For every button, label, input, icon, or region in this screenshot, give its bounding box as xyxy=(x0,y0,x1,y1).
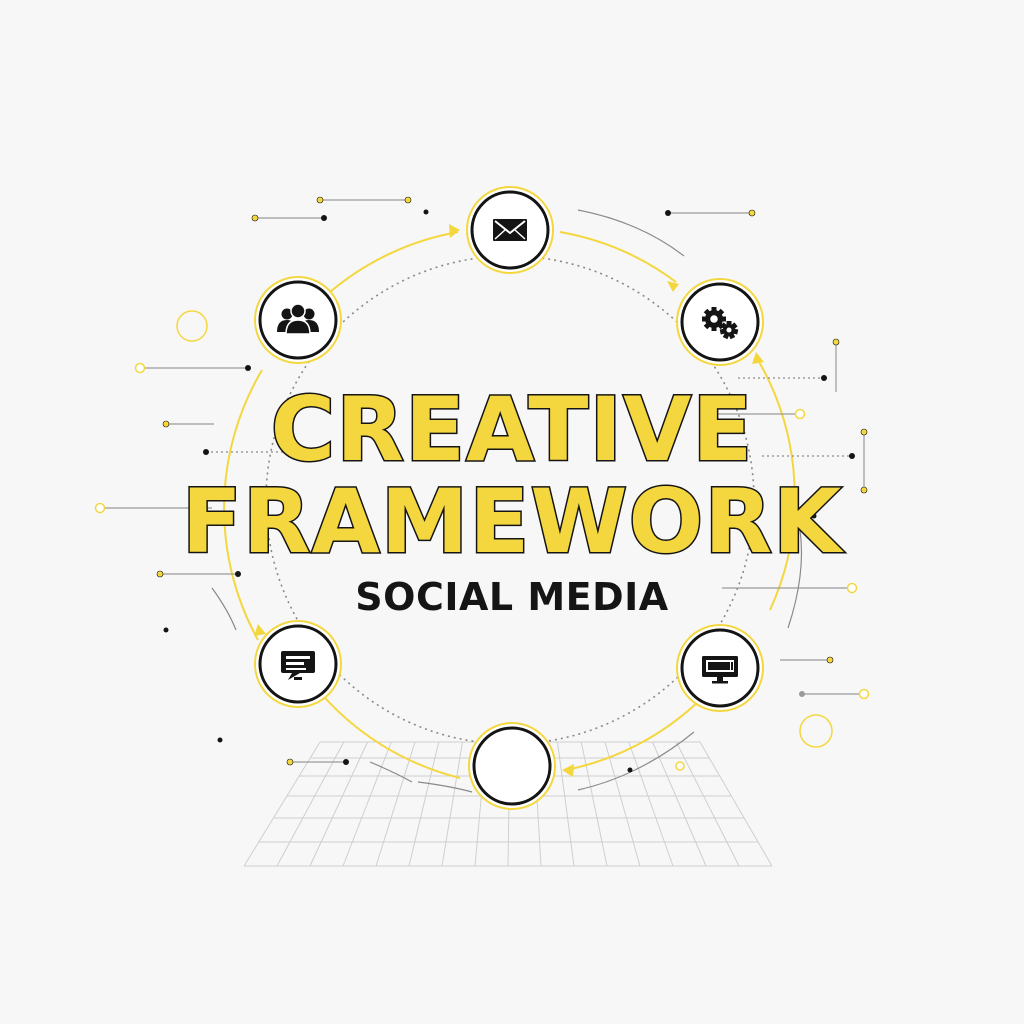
grid-column-line xyxy=(652,741,707,867)
inner-dotted-ring xyxy=(265,255,755,745)
subtitle-social-media: SOCIAL MEDIA xyxy=(355,575,669,619)
decorative-connectors xyxy=(94,196,870,793)
arc-left xyxy=(223,369,263,641)
hollow-circle-left xyxy=(176,310,208,342)
connector-dot xyxy=(860,486,868,494)
connector-dot xyxy=(665,210,671,216)
title-line-creative: CREATIVE xyxy=(269,378,754,481)
connector-hollow-dot xyxy=(846,582,858,594)
node-circle xyxy=(472,726,552,806)
grid-column-line xyxy=(243,741,321,867)
grid-column-line xyxy=(557,741,575,867)
grid-column-line xyxy=(628,741,674,867)
connector-dot xyxy=(821,375,827,381)
connector-dot xyxy=(404,196,412,204)
ring-arrowheads xyxy=(254,224,764,777)
loose-dot xyxy=(163,627,169,633)
grid-column-line xyxy=(276,741,345,867)
grid-column-line xyxy=(441,741,463,867)
connector-dot xyxy=(286,758,294,766)
connector-curve xyxy=(577,209,685,257)
loose-dot xyxy=(627,767,633,773)
arc-top-right xyxy=(559,231,677,283)
grid-column-line xyxy=(342,741,392,867)
grid-column-line xyxy=(604,741,641,867)
connector-dot xyxy=(799,691,805,697)
arrowhead-top-left xyxy=(449,224,460,238)
connector-dot xyxy=(235,571,241,577)
monitor-icon xyxy=(702,656,738,684)
node-gears xyxy=(676,278,764,366)
loose-dot xyxy=(423,209,429,215)
connector-curve xyxy=(369,761,413,783)
arc-top-left xyxy=(329,231,459,293)
envelope-icon xyxy=(493,219,527,241)
grid-column-line xyxy=(309,741,368,867)
connector-dot xyxy=(748,209,756,217)
grid-column-line xyxy=(580,741,608,867)
loose-dot xyxy=(811,513,817,519)
node-empty-circle xyxy=(468,722,556,810)
connector-curve xyxy=(211,587,237,631)
connector-dot xyxy=(832,338,840,346)
connector-dot xyxy=(245,365,251,371)
grid-column-line xyxy=(675,741,740,867)
arrowhead-top-right xyxy=(667,281,679,292)
loose-hollow-dot xyxy=(675,761,685,771)
connector-dot xyxy=(162,420,170,428)
title-line-framework: FRAMEWORK xyxy=(180,470,843,573)
connector-curve xyxy=(417,781,473,793)
node-people-group xyxy=(254,276,342,364)
perspective-grid-floor xyxy=(243,741,773,867)
connector-dot xyxy=(826,656,834,664)
connector-curve xyxy=(577,731,695,791)
connector-dot xyxy=(156,570,164,578)
chat-monitor-icon xyxy=(281,651,315,680)
connector-dot xyxy=(251,214,259,222)
connector-hollow-dot xyxy=(134,362,146,374)
gears-icon xyxy=(702,307,739,340)
connector-dot xyxy=(860,428,868,436)
grid-column-line xyxy=(375,741,416,867)
arrowhead-left xyxy=(254,624,266,636)
connector-curve xyxy=(787,529,803,629)
connector-dot xyxy=(343,759,349,765)
decorative-hollow-circles xyxy=(176,310,833,748)
connector-hollow-dot xyxy=(94,502,106,514)
people-group-icon xyxy=(277,303,319,335)
grid-column-line xyxy=(699,741,773,867)
hollow-circle-right xyxy=(799,714,833,748)
arc-bottom-left xyxy=(317,689,461,779)
node-chat-monitor xyxy=(254,620,342,708)
connector-dot xyxy=(316,196,324,204)
arc-right xyxy=(757,359,796,611)
arrowhead-bottom-right xyxy=(562,764,574,777)
yellow-outer-ring xyxy=(223,231,796,779)
connector-hollow-dot xyxy=(858,688,870,700)
connector-dot xyxy=(849,453,855,459)
arc-bottom-right xyxy=(565,699,701,771)
node-envelope xyxy=(466,186,554,274)
connector-hollow-dot xyxy=(794,408,806,420)
node-monitor xyxy=(676,624,764,712)
node-ring xyxy=(254,186,764,810)
connector-dot xyxy=(321,215,327,221)
grid-column-line xyxy=(408,741,440,867)
arrowhead-right xyxy=(752,352,764,364)
connector-dot xyxy=(203,449,209,455)
loose-dot xyxy=(217,737,223,743)
